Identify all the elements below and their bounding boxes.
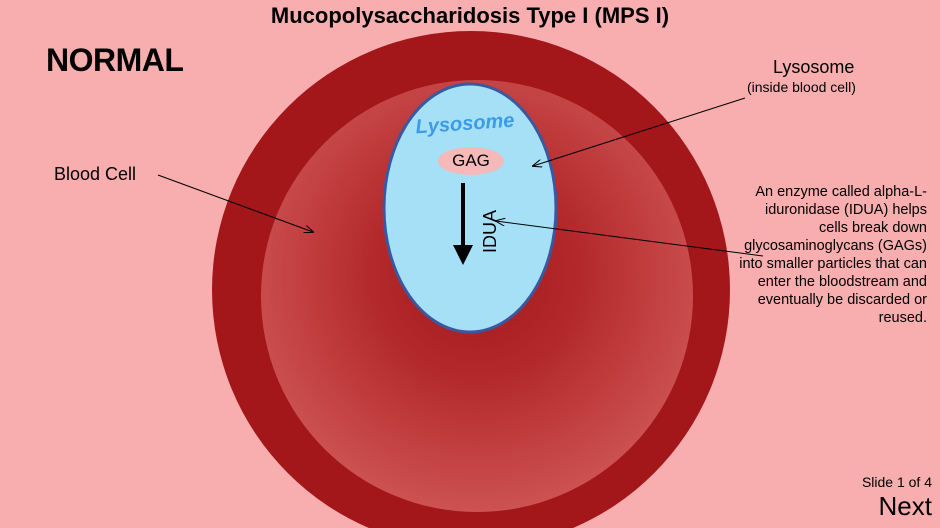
lysosome-callout-title: Lysosome xyxy=(773,57,855,77)
down-arrow-icon xyxy=(453,183,473,265)
lysosome-shape xyxy=(382,82,558,334)
lysosome-callout: Lysosome (inside blood cell) xyxy=(745,57,935,95)
state-label: NORMAL xyxy=(46,42,184,78)
slide-number: Slide 1 of 4 xyxy=(861,474,932,490)
description-text: An enzyme called alpha-L-iduronidase (ID… xyxy=(739,184,927,326)
blood-cell-callout-line xyxy=(157,174,313,232)
page-title: Mucopolysaccharidosis Type I (MPS I) xyxy=(270,3,670,28)
lysosome-callout-subtitle: (inside blood cell) xyxy=(747,79,856,95)
blood-cell-label: Blood Cell xyxy=(54,164,137,184)
idua-callout-line xyxy=(496,221,764,257)
gag-label: GAG xyxy=(438,147,504,175)
next-button[interactable]: Next xyxy=(878,491,932,521)
idua-label: IDUA xyxy=(480,209,500,253)
lysosome-callout-line xyxy=(533,97,746,166)
